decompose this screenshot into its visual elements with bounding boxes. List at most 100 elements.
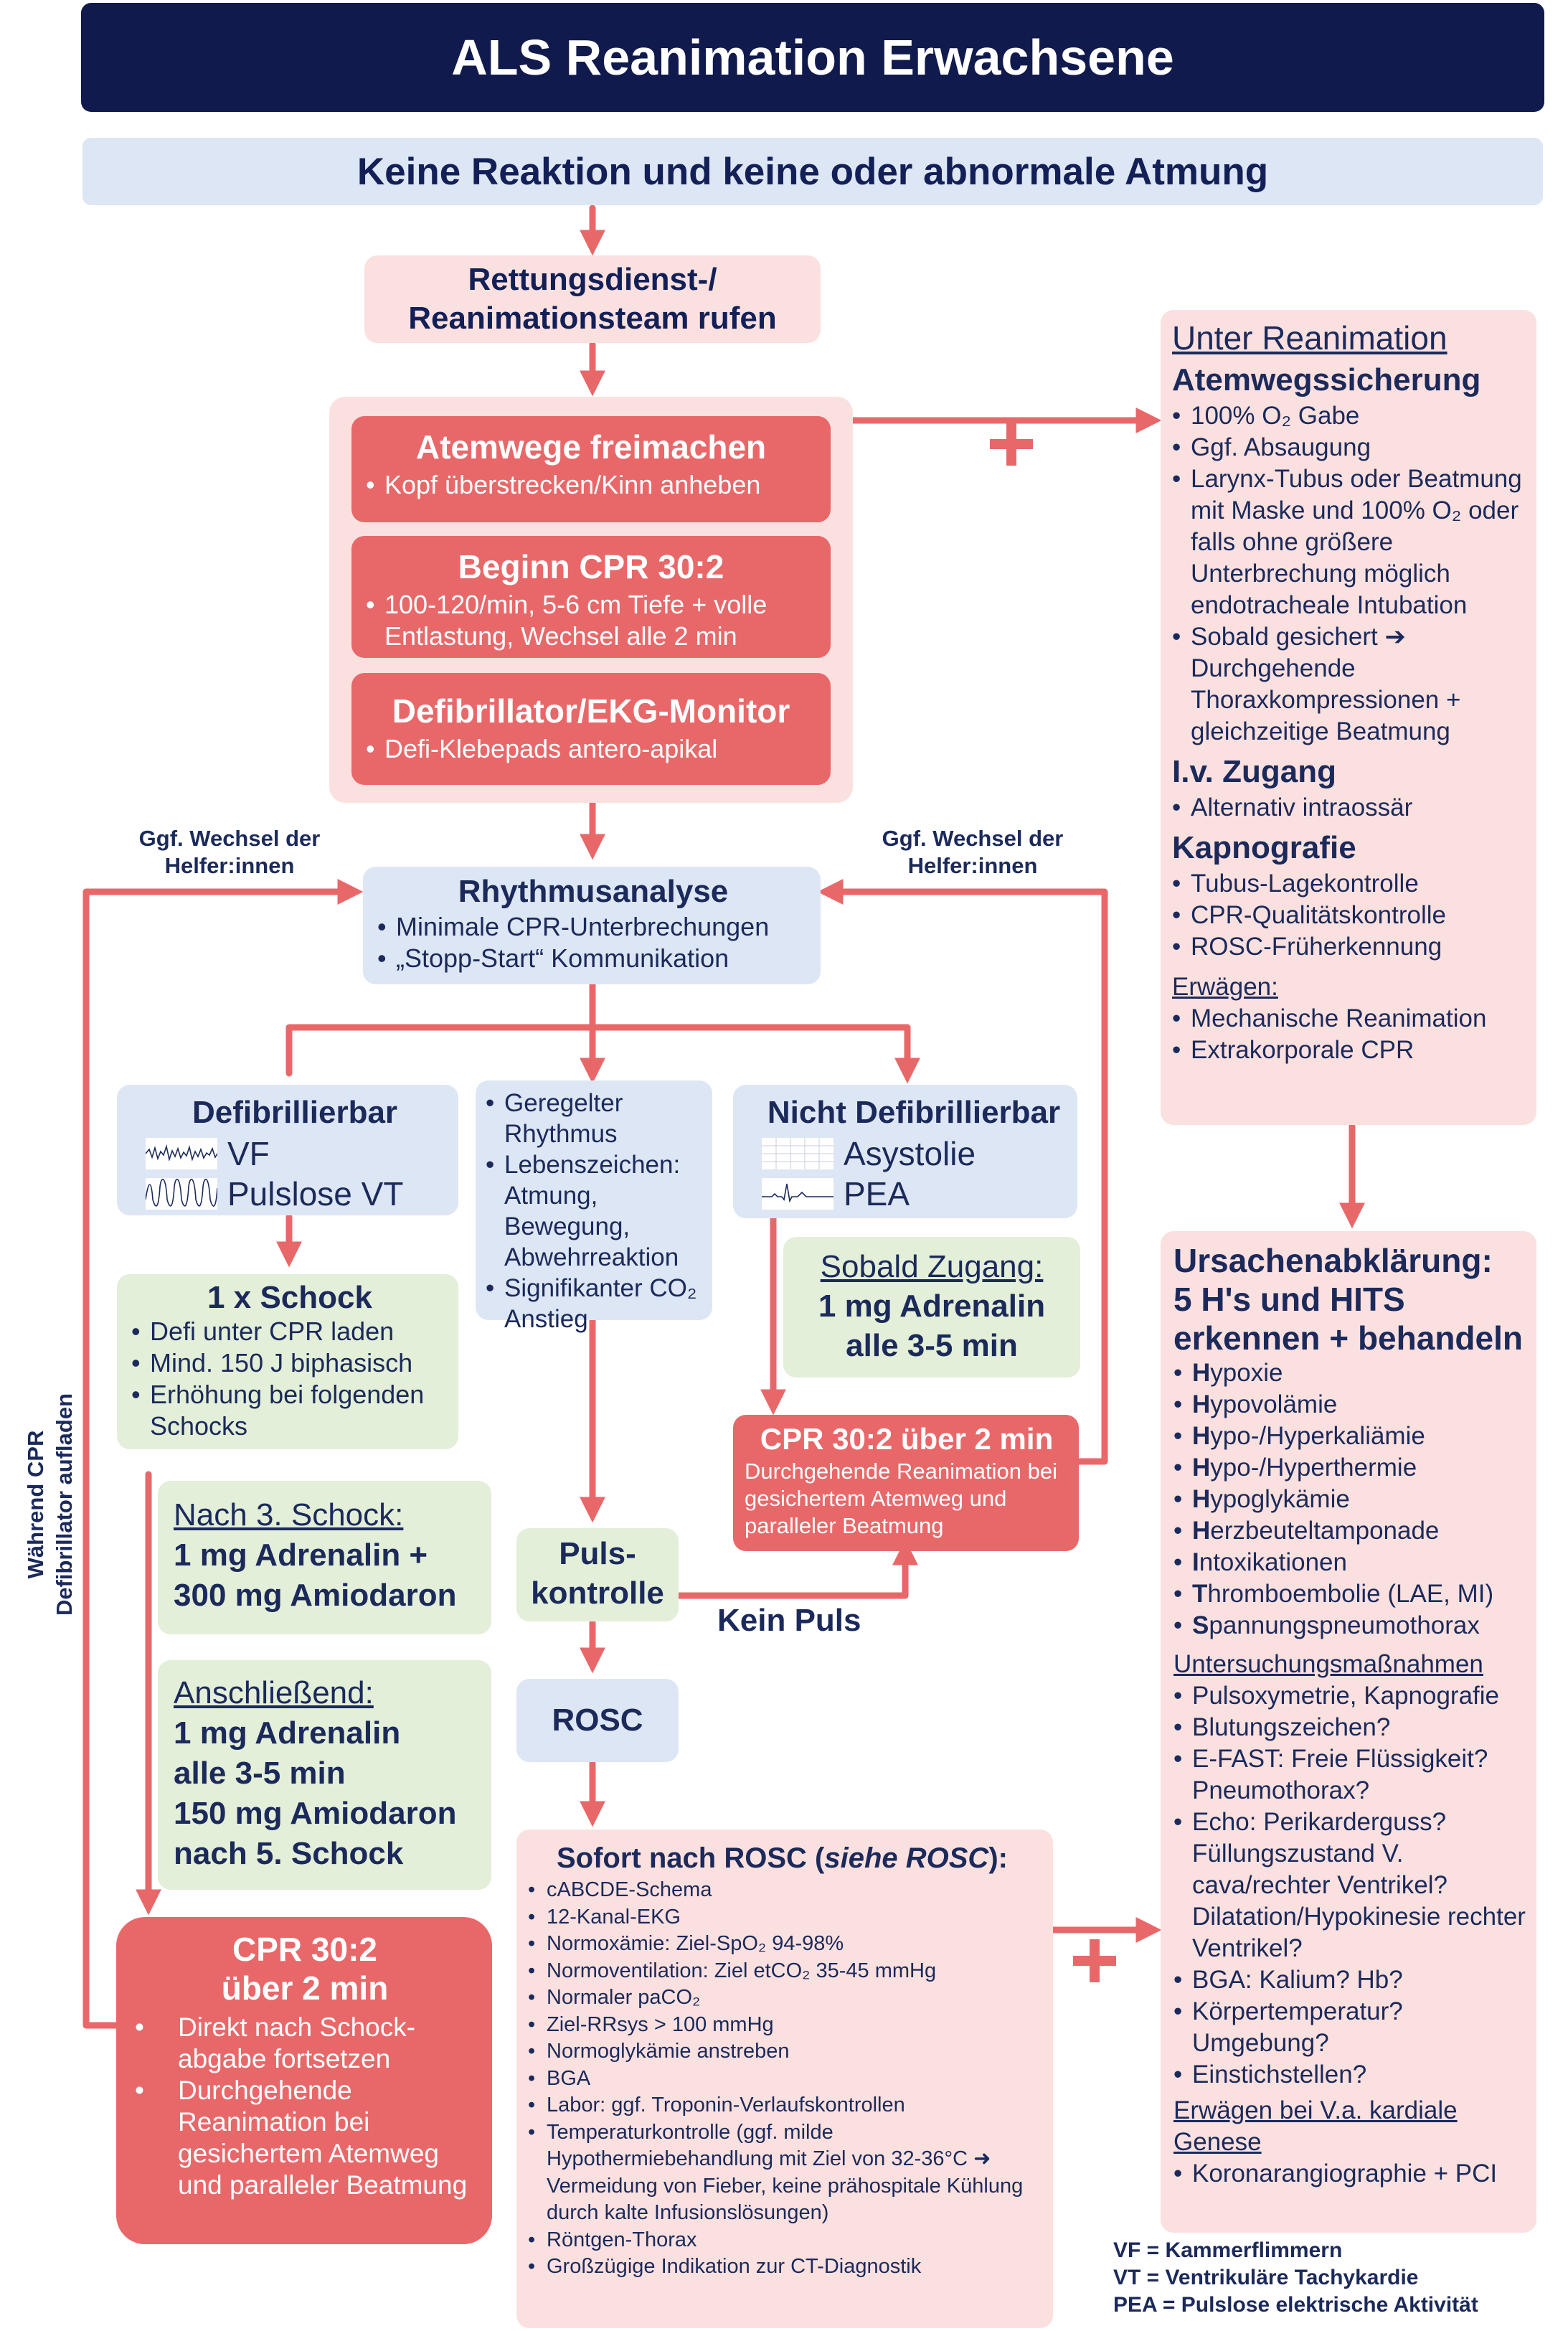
post-rosc-item: Normoglykämie anstreben [528, 2038, 1040, 2066]
vf-label: VF [227, 1135, 270, 1172]
shock-item: Defi unter CPR laden [131, 1316, 448, 1347]
post-rosc-item: Labor: ggf. Troponin-Verlaufskontrollen [528, 2092, 1040, 2119]
consider-heading: Erwägen: [1172, 973, 1278, 1001]
pulse-check-line2: kontrolle [531, 1576, 664, 1611]
subsequent-line2: alle 3-5 min [174, 1756, 346, 1791]
nonshockable-box: Nicht Defibrillierbar Asystolie PEA [733, 1085, 1077, 1218]
vt-ecg-icon [146, 1178, 217, 1210]
capnography-item: CPR-Qualitätskontrolle [1172, 900, 1526, 931]
shock-box: 1 x Schock Defi unter CPR laden Mind. 15… [117, 1274, 458, 1449]
legend-vt: VT = Ventrikuläre Tachykardie [1113, 2266, 1419, 2289]
cpr-right-text: Durchgehende Reanimation bei gesichertem… [745, 1459, 1058, 1538]
rhythm-analysis-title: Rhythmusanalyse [458, 874, 729, 909]
subsequent-line4: nach 5. Schock [174, 1836, 404, 1871]
post-rosc-item: Normaler paCO₂ [528, 1984, 1040, 2012]
nonshockable-title: Nicht Defibrillierbar [767, 1095, 1061, 1130]
airway-management-item: Sobald gesichert ➔ Durchgehende Thoraxko… [1172, 621, 1526, 748]
helper-left-line2: Helfer:innen [164, 853, 295, 878]
post-rosc-title-a: Sofort nach ROSC ( [557, 1842, 825, 1874]
cpr-left-item: Durchgehende Reanimation bei gesichertem… [135, 2075, 475, 2201]
post-rosc-item: Großzügige Indikation zur CT-Diagnostik [528, 2254, 1040, 2281]
arrow-pulse-to-cpr-right [676, 1539, 918, 1599]
airway-management-item: 100% O₂ Gabe [1172, 400, 1526, 432]
cpr-right-title: CPR 30:2 über 2 min [760, 1422, 1054, 1456]
arrow-rhythm-split [285, 1024, 920, 1084]
cause-item: Herzbeuteltamponade [1173, 1515, 1526, 1547]
causes-box: Ursachenabklärung: 5 H's und HITS erkenn… [1161, 1231, 1536, 2233]
exam-item: Einstichstellen? [1173, 2059, 1526, 2091]
post-rosc-title: Sofort nach ROSC (siehe ROSC): [528, 1841, 1040, 1875]
no-pulse-label: Kein Puls [717, 1603, 861, 1638]
exam-item: Echo: Perikarderguss? Füllungszustand V.… [1173, 1807, 1526, 1964]
abbreviation-legend: VF = Kammerflimmern VT = Ventrikuläre Ta… [1113, 2237, 1558, 2319]
post-rosc-item: Röntgen-Thorax [528, 2227, 1040, 2254]
cardiac-item: Koronarangiographie + PCI [1173, 2158, 1526, 2190]
exam-item: Pulsoxymetrie, Kapnografie [1173, 1680, 1526, 1712]
rhythm-item: „Stopp-Start“ Kommunikation [377, 943, 809, 974]
capnography-item: Tubus-Lagekontrolle [1172, 868, 1526, 900]
rosc-sign-item: Lebenszeichen: Atmung, Bewegung, Abwehrr… [486, 1149, 704, 1273]
exam-item: E-FAST: Freie Flüssigkeit? Pneumothorax? [1173, 1743, 1526, 1807]
airway-item: Kopf überstrecken/Kinn anheben [366, 469, 816, 501]
start-condition: Keine Reaktion und keine oder abnormale … [82, 138, 1543, 205]
vf-ecg-icon [146, 1138, 217, 1169]
iv-access-item: Alternativ intraossär [1172, 792, 1526, 824]
rosc-sign-item: Signifikanter CO₂ Anstieg [486, 1273, 704, 1334]
shock-item: Erhöhung bei folgenden Schocks [131, 1379, 448, 1442]
cause-item: Hypo-/Hyperthermie [1173, 1452, 1526, 1484]
charge-defibrillator-label: Während CPR Defibrillator aufladen [22, 1354, 93, 1655]
pulse-check-box: Puls- kontrolle [516, 1528, 679, 1621]
cause-item: Hypoxie [1173, 1357, 1526, 1389]
legend-vf: VF = Kammerflimmern [1113, 2238, 1343, 2262]
consider-item: Mechanische Reanimation [1172, 1003, 1526, 1035]
cause-item: Spannungspneumothorax [1173, 1610, 1526, 1642]
side-label-line2: Defibrillator aufladen [52, 1393, 77, 1616]
subsequent-doses-box: Anschließend: 1 mg Adrenalin alle 3-5 mi… [158, 1660, 491, 1890]
cardiac-heading: Erwägen bei V.a. kardiale Genese [1173, 2096, 1458, 2156]
rhythm-item: Minimale CPR-Unterbrechungen [377, 911, 809, 943]
post-rosc-item: Ziel-RRsys > 100 mmHg [528, 2012, 1040, 2039]
third-shock-line2: 300 mg Amiodaron [174, 1578, 457, 1613]
subsequent-line1: 1 mg Adrenalin [174, 1715, 401, 1751]
defi-monitor-box: Defibrillator/EKG-Monitor Defi-Klebepads… [351, 673, 831, 785]
exam-item: BGA: Kalium? Hb? [1173, 1964, 1526, 1996]
airway-management-item: Larynx-Tubus oder Beatmung mit Maske und… [1172, 463, 1526, 621]
cpr-left-line1: CPR 30:2 [232, 1931, 377, 1968]
causes-title-line1: Ursachenabklärung: [1173, 1242, 1493, 1279]
helper-change-note-left: Ggf. Wechsel der Helfer:innen [115, 825, 344, 880]
third-shock-line1: 1 mg Adrenalin + [174, 1537, 428, 1573]
defi-monitor-title: Defibrillator/EKG-Monitor [392, 692, 790, 730]
call-team-line1: Rettungsdienst-/ [468, 262, 717, 297]
cause-item: Hypo-/Hyperkaliämie [1173, 1421, 1526, 1452]
cause-item: Hypoglykämie [1173, 1484, 1526, 1515]
under-cpr-box: Unter Reanimation Atemwegssicherung 100%… [1161, 310, 1536, 1125]
post-rosc-item: cABCDE-Schema [528, 1877, 1040, 1904]
helper-left-line1: Ggf. Wechsel der [138, 826, 321, 851]
page-title: ALS Reanimation Erwachsene [81, 3, 1544, 112]
post-rosc-item: Normoventilation: Ziel etCO₂ 35-45 mmHg [528, 1958, 1040, 1985]
third-shock-box: Nach 3. Schock: 1 mg Adrenalin + 300 mg … [158, 1481, 491, 1634]
cpr-nonshockable-box: CPR 30:2 über 2 min Durchgehende Reanima… [733, 1415, 1079, 1551]
call-team-box: Rettungsdienst-/ Reanimationsteam rufen [364, 255, 821, 343]
exam-item: Blutungszeichen? [1173, 1712, 1526, 1743]
capnography-item: ROSC-Früherkennung [1172, 931, 1526, 963]
cpr-start-title: Beginn CPR 30:2 [458, 548, 724, 585]
cause-item: Hypovolämie [1173, 1389, 1526, 1421]
helper-right-line2: Helfer:innen [907, 853, 1038, 878]
access-heading: Sobald Zugang: [820, 1249, 1044, 1284]
subsequent-line3: 150 mg Amiodaron [174, 1796, 457, 1831]
defi-monitor-item: Defi-Klebepads antero-apikal [366, 733, 816, 765]
post-rosc-title-link[interactable]: siehe ROSC [824, 1842, 989, 1874]
post-rosc-item: Normoxämie: Ziel-SpO₂ 94-98% [528, 1931, 1040, 1958]
shock-title: 1 x Schock [207, 1280, 372, 1315]
iv-access-title: I.v. Zugang [1172, 754, 1336, 789]
cpr-start-item: 100-120/min, 5-6 cm Tiefe + volle Entlas… [366, 589, 816, 652]
cpr-left-item: Direkt nach Schock-abgabe fortsetzen [135, 2012, 475, 2075]
airway-management-title: Atemwegssicherung [1172, 362, 1481, 397]
exam-item: Körpertemperatur? Umgebung? [1173, 1996, 1526, 2059]
cause-item: Intoxikationen [1173, 1547, 1526, 1578]
post-rosc-title-c: ): [988, 1842, 1008, 1874]
shockable-title: Defibrillierbar [192, 1095, 398, 1130]
rosc-box: ROSC [516, 1679, 679, 1762]
cpr-left-line2: über 2 min [221, 1969, 389, 2007]
